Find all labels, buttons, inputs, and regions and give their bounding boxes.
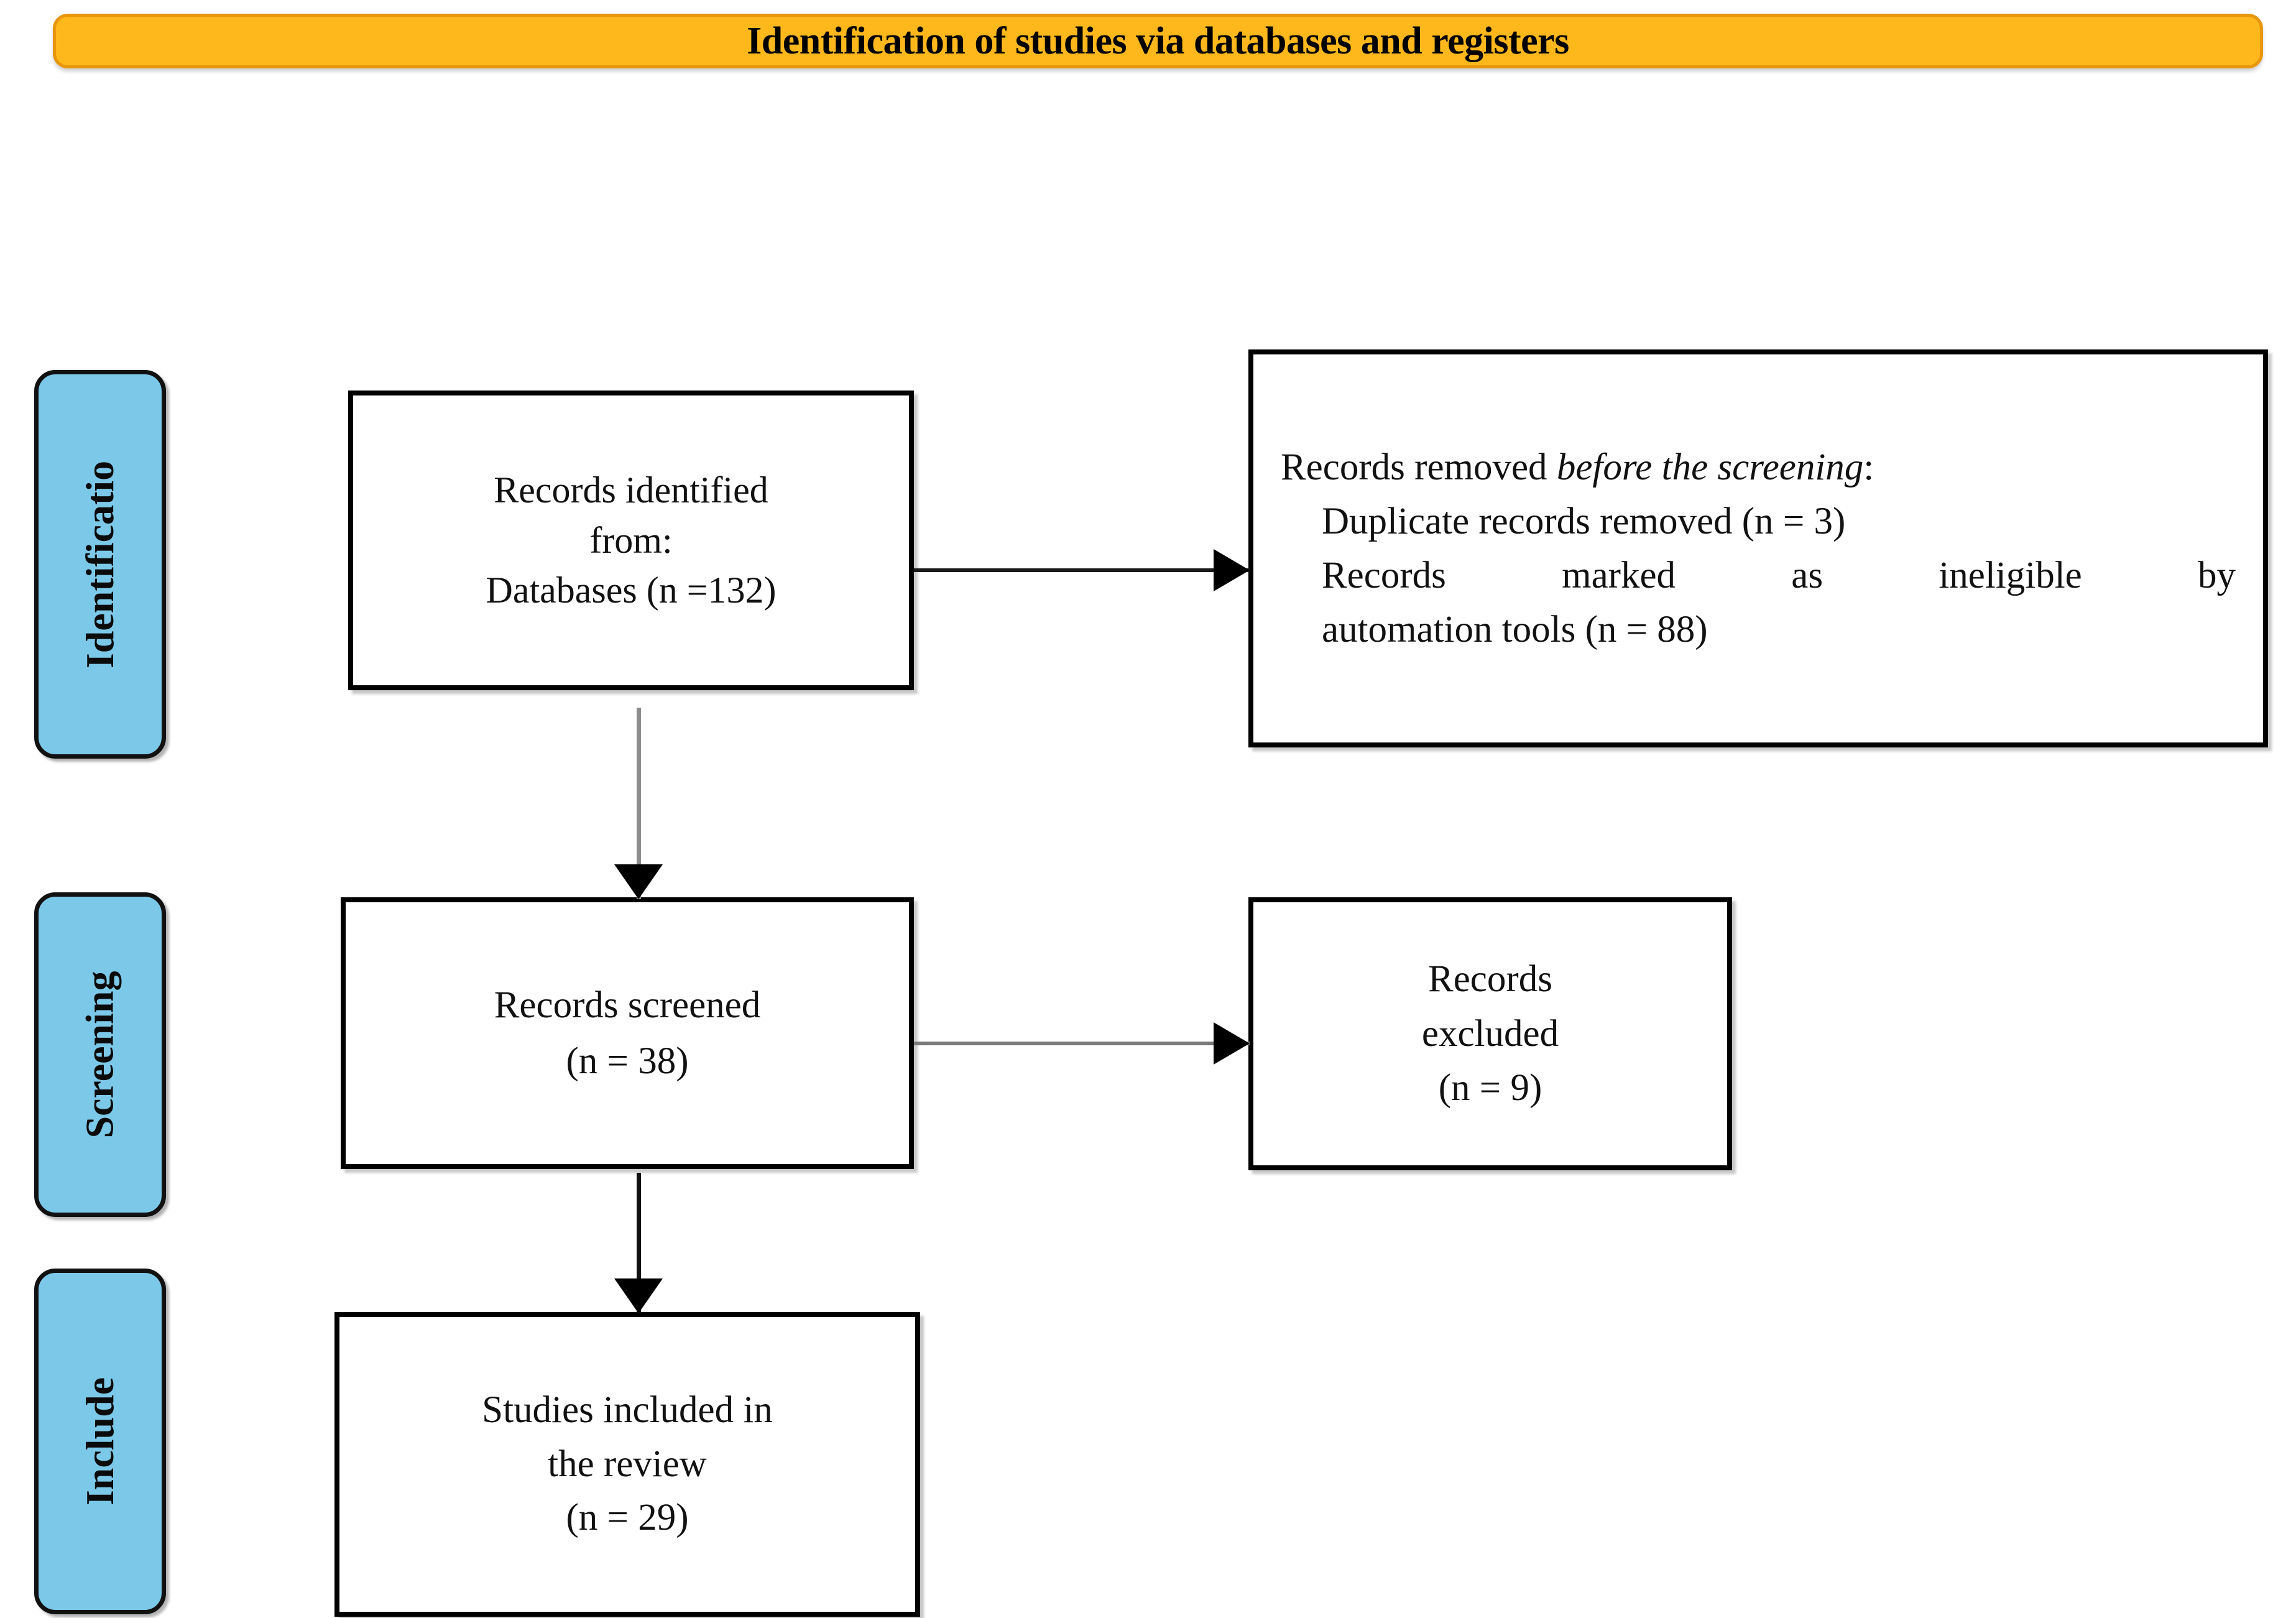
arrow-shaft [636, 708, 641, 899]
arrow-head [1214, 1022, 1250, 1065]
records-excluded-line-2: excluded [1421, 1012, 1559, 1055]
records-removed-ineligible-line-1: Records marked as ineligible by [1322, 555, 2236, 596]
records-excluded-line-1: Records [1428, 958, 1552, 1000]
stage-label-screening: Screening [78, 971, 122, 1139]
arrow-right-icon-screened-to-excluded [914, 1022, 1250, 1065]
stage-pill-identification: Identificatio [34, 370, 166, 759]
records-screened-line-1: Records screened [494, 984, 761, 1027]
records-removed-heading: Records removed before the screening: [1281, 440, 2236, 494]
diagram-title: Identification of studies via databases … [747, 20, 1569, 62]
arrow-right-icon-identified-to-removed [914, 548, 1250, 592]
box-studies-included: Studies included in the review (n = 29) [334, 1312, 920, 1617]
records-removed-heading-emphasis: before the screening [1556, 446, 1864, 488]
records-removed-heading-suffix: : [1863, 446, 1874, 488]
records-identified-line-1: Records identified [494, 469, 768, 511]
records-removed-duplicates: Duplicate records removed (n = 3) [1322, 500, 1846, 542]
records-identified-line-2: from: [589, 519, 673, 561]
studies-included-line-3: (n = 29) [566, 1497, 689, 1539]
arrow-down-icon-identified-to-screened [604, 708, 673, 899]
stage-pill-include: Include [34, 1269, 166, 1614]
records-identified-line-3: Databases (n =132) [486, 570, 777, 611]
box-records-excluded: Records excluded (n = 9) [1248, 897, 1732, 1170]
arrow-head [614, 864, 663, 899]
stage-label-identification: Identificatio [78, 460, 122, 668]
studies-included-line-1: Studies included in [482, 1389, 773, 1431]
records-removed-ineligible-line-2: automation tools (n = 88) [1322, 609, 1708, 651]
arrow-shaft [914, 568, 1250, 572]
records-screened-line-2: (n = 38) [566, 1040, 689, 1082]
box-records-identified: Records identified from: Databases (n =1… [348, 391, 914, 690]
records-excluded-line-3: (n = 9) [1438, 1067, 1542, 1109]
records-removed-heading-prefix: Records removed [1281, 446, 1557, 488]
studies-included-line-2: the review [548, 1443, 707, 1485]
arrow-shaft [914, 1042, 1250, 1045]
arrow-head [1214, 549, 1250, 591]
box-records-screened: Records screened (n = 38) [341, 897, 914, 1169]
box-records-removed: Records removed before the screening: Du… [1248, 349, 2268, 747]
arrow-shaft [636, 1173, 641, 1313]
stage-pill-screening: Screening [34, 892, 166, 1217]
arrow-down-icon-screened-to-included [604, 1173, 673, 1313]
arrow-head [614, 1278, 663, 1313]
diagram-header-banner: Identification of studies via databases … [53, 14, 2263, 68]
stage-label-include: Include [78, 1377, 122, 1506]
